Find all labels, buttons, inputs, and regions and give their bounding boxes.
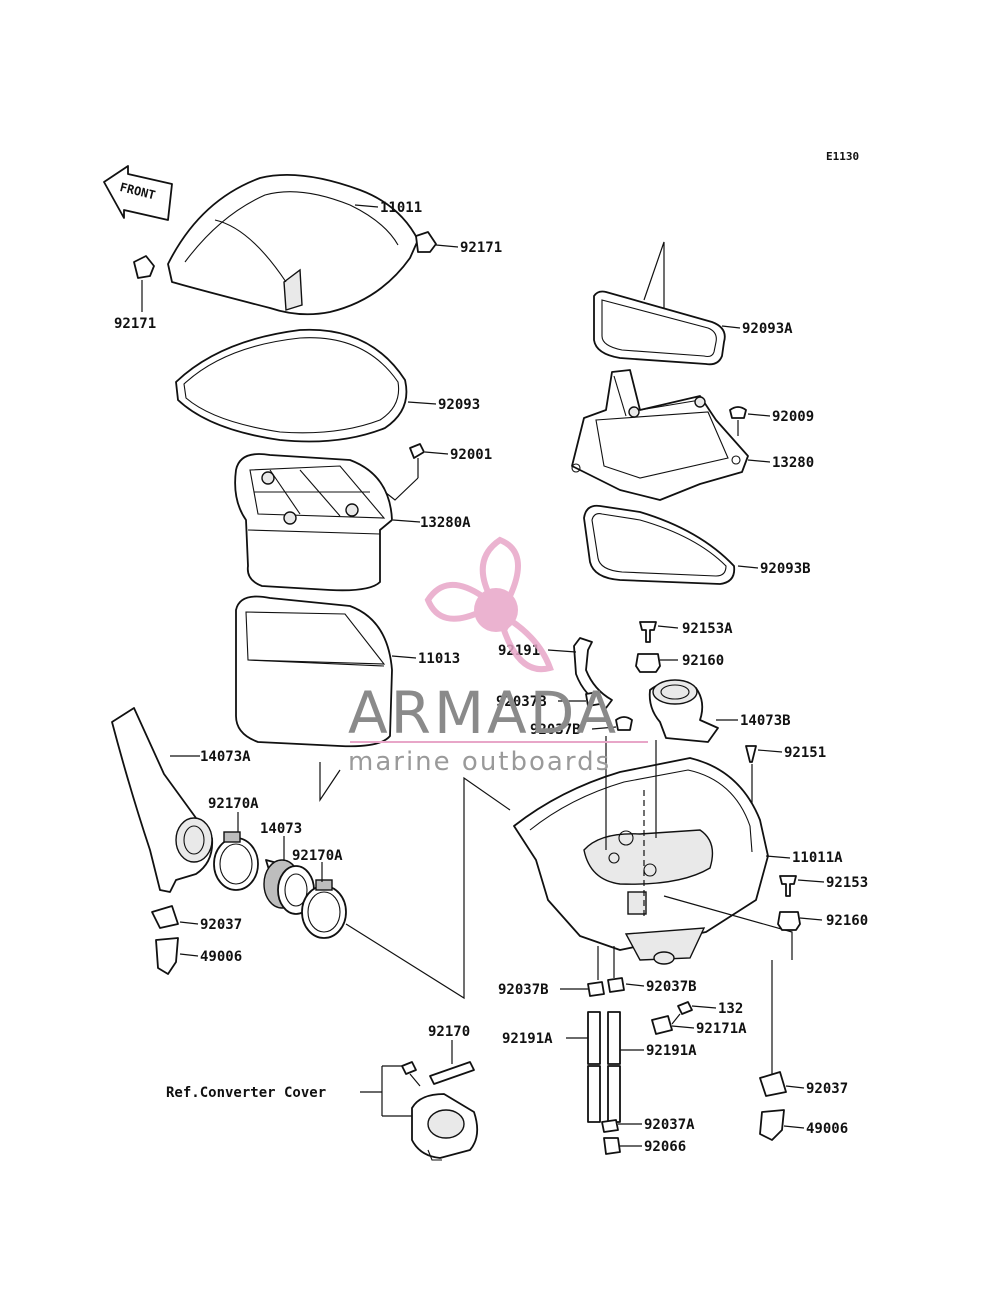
- callout-92037B-2: 92037B: [530, 722, 581, 738]
- callout-11011: 11011: [380, 200, 422, 216]
- clamp-92037B-2-part: [615, 716, 633, 731]
- converter-cover-part: [411, 1093, 479, 1161]
- callout-92170A-left: 92170A: [208, 796, 259, 812]
- callout-92191A-right: 92191A: [646, 1043, 697, 1059]
- clamp-92037-right-part: [759, 1071, 787, 1097]
- gasket-92093B-part: [583, 504, 736, 585]
- element-holder-part: [234, 453, 393, 592]
- cap-92066-part: [603, 1137, 621, 1155]
- drain-tube-49006-right-part: [759, 1109, 785, 1141]
- clamp-92037B-4-part: [607, 977, 625, 993]
- callout-11011A: 11011A: [792, 850, 843, 866]
- callout-92037A: 92037A: [644, 1117, 695, 1133]
- strap-92170-part: [429, 1061, 475, 1085]
- callout-13280: 13280: [772, 455, 814, 471]
- callout-92160-bottom: 92160: [826, 913, 868, 929]
- reference-note: Ref.Converter Cover: [166, 1085, 326, 1101]
- drain-hose-92191A-right-part: [607, 1011, 621, 1123]
- air-duct-14073B-part: [648, 679, 719, 743]
- callout-92171A: 92171A: [696, 1021, 747, 1037]
- diagram-code: E1130: [826, 150, 859, 163]
- element-holder-13280-part: [571, 369, 749, 501]
- clip-left-part: [133, 255, 155, 312]
- clamp-92037B-3-part: [587, 981, 605, 997]
- callout-92171-left: 92171: [114, 316, 156, 332]
- clamp-92037B-1-part: [585, 691, 601, 707]
- screw-132-part: [671, 1001, 693, 1025]
- callout-92153A: 92153A: [682, 621, 733, 637]
- clip-92037A-part: [601, 1119, 619, 1133]
- screw-92009-part: [729, 406, 747, 436]
- callout-92037B-4: 92037B: [646, 979, 697, 995]
- clip-right-part: [415, 231, 437, 253]
- gasket-part: [175, 328, 408, 443]
- bolt-92153-part: [779, 875, 797, 897]
- callout-92037-right: 92037: [806, 1081, 848, 1097]
- callout-92093B: 92093B: [760, 561, 811, 577]
- grommet-92160-bottom-part: [777, 911, 801, 931]
- callout-92153: 92153: [826, 875, 868, 891]
- breather-hose-92191-part: [573, 637, 613, 709]
- air-duct-part: [111, 707, 214, 893]
- callout-92037B-3: 92037B: [498, 982, 549, 998]
- wing-bolt-part: [409, 443, 425, 478]
- callout-92009: 92009: [772, 409, 814, 425]
- hose-clamp-right-part: [301, 879, 347, 939]
- callout-92093A: 92093A: [742, 321, 793, 337]
- callout-14073A: 14073A: [200, 749, 251, 765]
- callout-92093: 92093: [438, 397, 480, 413]
- callout-92151: 92151: [784, 745, 826, 761]
- callout-14073: 14073: [260, 821, 302, 837]
- callout-92066: 92066: [644, 1139, 686, 1155]
- callout-49006-left: 49006: [200, 949, 242, 965]
- callout-13280A: 13280A: [420, 515, 471, 531]
- air-filter-element-part: [235, 595, 393, 748]
- watermark-brand: ARMADA: [348, 679, 619, 747]
- callout-92001: 92001: [450, 447, 492, 463]
- callout-49006-right: 49006: [806, 1121, 848, 1137]
- callout-14073B: 14073B: [740, 713, 791, 729]
- bolt-92153A-part: [639, 621, 657, 643]
- callout-92171-right: 92171: [460, 240, 502, 256]
- callout-92037B-1: 92037B: [496, 694, 547, 710]
- drain-hose-92191A-left-part: [587, 1011, 601, 1123]
- watermark-tagline: marine outboards: [348, 747, 611, 777]
- bolt-92151-part: [745, 745, 757, 763]
- bolt-92170-part: [401, 1061, 421, 1087]
- hose-clamp-left-part: [213, 831, 259, 891]
- clip-92171A-part: [651, 1015, 673, 1035]
- front-arrow-icon: FRONT: [103, 165, 173, 221]
- callout-92191A-left: 92191A: [502, 1031, 553, 1047]
- callout-92170A-right: 92170A: [292, 848, 343, 864]
- clamp-92037-left-part: [151, 905, 179, 929]
- watermark-logo-icon: [424, 536, 554, 673]
- watermark-text: ARMADA marine outboards: [348, 679, 648, 777]
- air-cleaner-cover-part: [167, 174, 419, 316]
- callout-11013: 11013: [418, 651, 460, 667]
- callout-132: 132: [718, 1001, 743, 1017]
- drain-tube-49006-left-part: [155, 937, 179, 975]
- callout-92170: 92170: [428, 1024, 470, 1040]
- gasket-92093A-part: [593, 290, 726, 366]
- callout-92160-top: 92160: [682, 653, 724, 669]
- air-cleaner-case-part: [513, 757, 769, 965]
- callout-92037-left: 92037: [200, 917, 242, 933]
- grommet-92160-top-part: [635, 653, 661, 673]
